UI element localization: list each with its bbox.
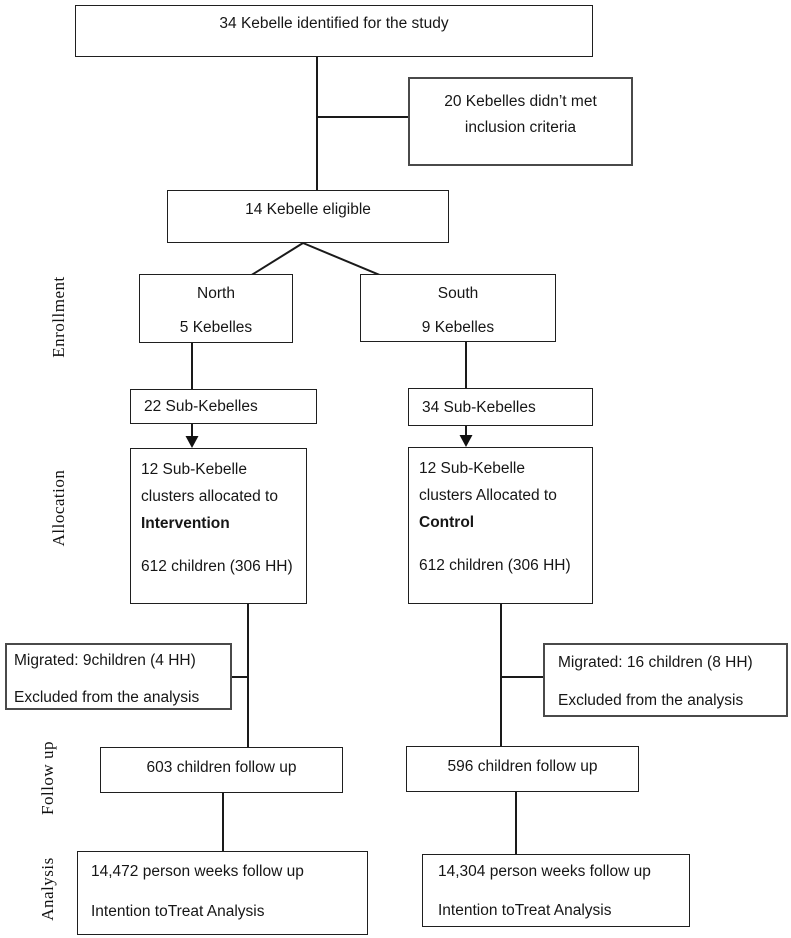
box-control-arm: Control: [419, 514, 475, 531]
box-south: South 9 Kebelles: [360, 274, 556, 342]
box-not-eligible-line1: 20 Kebelles didn’t met: [444, 93, 597, 110]
box-followup-left-text: 603 children follow up: [146, 759, 297, 776]
box-north-detail: 5 Kebelles: [179, 319, 253, 336]
box-north: North 5 Kebelles: [139, 274, 293, 343]
stage-label-analysis: Analysis: [38, 857, 57, 921]
box-eligible: 14 Kebelle eligible: [167, 190, 449, 243]
box-not-eligible: 20 Kebelles didn’t met inclusion criteri…: [408, 77, 633, 166]
box-south-sub-text: 34 Sub-Kebelles: [422, 398, 536, 416]
box-control-line1: 12 Sub-Kebelle: [419, 460, 525, 477]
box-analysis-left-line2: Intention toTreat Analysis: [91, 903, 265, 920]
box-analysis-left-line1: 14,472 person weeks follow up: [91, 863, 304, 880]
box-intervention: 12 Sub-Kebelle clusters allocated to Int…: [130, 448, 307, 604]
line-split-left: [249, 242, 304, 277]
box-eligible-text: 14 Kebelle eligible: [245, 201, 371, 218]
box-followup-right: 596 children follow up: [406, 746, 639, 792]
box-migrated-right-line2: Excluded from the analysis: [558, 692, 744, 709]
box-migrated-right-line1: Migrated: 16 children (8 HH): [558, 654, 753, 671]
box-intervention-line2: clusters allocated to: [141, 488, 278, 505]
box-intervention-children: 612 children (306 HH): [141, 558, 293, 575]
box-south-sub: 34 Sub-Kebelles: [408, 388, 593, 426]
box-north-sub: 22 Sub-Kebelles: [130, 389, 317, 424]
box-south-title: South: [437, 285, 479, 302]
arrowhead-left-icon: [185, 436, 199, 448]
box-intervention-line1: 12 Sub-Kebelle: [141, 461, 247, 478]
box-followup-right-text: 596 children follow up: [447, 758, 598, 775]
box-control-children: 612 children (306 HH): [419, 557, 571, 574]
box-analysis-right-line2: Intention toTreat Analysis: [438, 902, 612, 919]
stage-label-enrollment: Enrollment: [49, 276, 68, 358]
box-migrated-left-line2: Excluded from the analysis: [14, 689, 200, 706]
box-not-eligible-line2: inclusion criteria: [464, 119, 577, 136]
box-identified-text: 34 Kebelle identified for the study: [219, 15, 449, 32]
box-migrated-right: Migrated: 16 children (8 HH) Excluded fr…: [543, 643, 788, 717]
box-followup-left: 603 children follow up: [100, 747, 343, 793]
stage-label-follow-up: Follow up: [38, 741, 57, 815]
box-control: 12 Sub-Kebelle clusters Allocated to Con…: [408, 447, 593, 604]
box-north-title: North: [197, 285, 235, 302]
box-control-line2: clusters Allocated to: [419, 487, 557, 504]
box-intervention-arm: Intervention: [141, 515, 230, 532]
arrowhead-right-icon: [459, 435, 473, 447]
box-identified: 34 Kebelle identified for the study: [75, 5, 593, 57]
box-north-sub-text: 22 Sub-Kebelles: [144, 398, 258, 415]
box-south-detail: 9 Kebelles: [421, 319, 495, 336]
box-migrated-left-line1: Migrated: 9children (4 HH): [14, 652, 196, 669]
line-split-right: [302, 242, 383, 277]
box-analysis-right: 14,304 person weeks follow up Intention …: [422, 854, 690, 927]
stage-label-allocation: Allocation: [49, 469, 68, 547]
box-analysis-left: 14,472 person weeks follow up Intention …: [77, 851, 368, 935]
box-migrated-left: Migrated: 9children (4 HH) Excluded from…: [5, 643, 232, 710]
box-analysis-right-line1: 14,304 person weeks follow up: [438, 863, 651, 880]
